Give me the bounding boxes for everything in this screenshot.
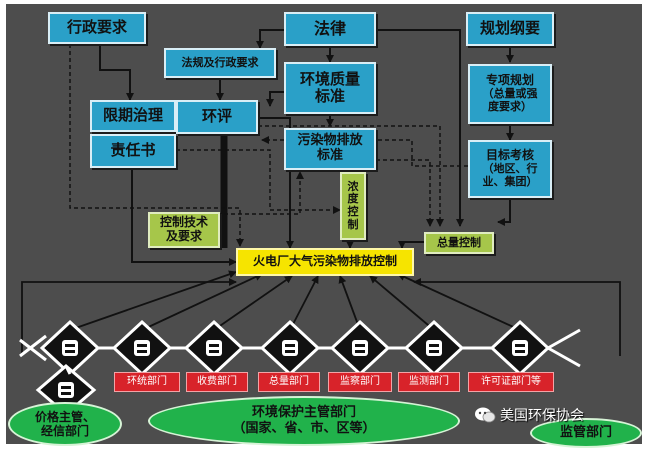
dept-label: 环统部门 [127,376,167,388]
dash-control-tech-to-emission [196,171,304,215]
law-box: 法律 [284,12,376,46]
lattice-links [19,328,581,375]
responsibility-letter-label: 责任书 [110,141,156,160]
concentration-label-1: 浓 [347,179,359,193]
central-control-label: 火电厂大气污染物排放控制 [252,254,397,269]
watermark-text: 美国环保协会 [500,408,584,424]
emission-standard-label-2: 标准 [316,148,343,163]
price-dept-ellipse: 价格主管、 经信部门 [8,402,122,446]
arrow-responsibility-to-central [131,168,237,266]
total-control-label: 总量控制 [437,235,481,249]
law-label: 法律 [313,18,346,38]
eia-label: 环评 [201,107,232,126]
price-dept-label-2: 经信部门 [40,424,89,438]
concentration-label-4: 制 [347,217,359,231]
supervision-ellipse: 监管部门 [530,418,642,448]
arrow-env-quality-to-eia [266,91,290,107]
target-assessment-box: 目标考核 （地区、行 业、集团） [468,140,552,198]
arrow-total-to-central [398,241,424,249]
target-assessment-label-1: 目标考核 [485,148,534,163]
arrow-target-to-total [497,198,511,226]
dash-emission-to-total [376,159,434,227]
control-tech-box: 控制技术 及要求 [148,212,220,248]
dept-label: 监察部门 [340,376,380,388]
env-protection-ellipse: 环境保护主管部门 （国家、省、市、区等） [148,396,460,446]
special-plan-label-3: 度要求） [488,99,532,113]
dept-label: 许可证部门等 [481,376,541,388]
special-plan-box: 专项规划 （总量或强 度要求） [468,64,552,124]
fan-lines [21,270,621,356]
regulations-label: 法规及行政要求 [181,55,259,69]
emission-standard-box: 污染物排放 标准 [284,128,376,170]
target-assessment-label-3: 业、集团） [482,174,538,188]
env-quality-label-2: 标准 [314,87,345,105]
admin-requirements-label: 行政要求 [66,18,127,37]
price-dept-label-1: 价格主管、 [34,409,95,424]
env-quality-label-1: 环境质量 [299,69,360,88]
dept-total: 总量部门 [258,372,320,392]
dash-responsibility-to-concentration [176,149,341,214]
deadline-treatment-label: 限期治理 [102,106,163,125]
special-plan-label-1: 专项规划 [485,73,534,88]
dept-label: 总量部门 [269,376,309,388]
central-control-box: 火电厂大气污染物排放控制 [236,248,414,276]
responsibility-letter-box: 责任书 [90,134,176,168]
dept-label: 收费部门 [197,376,237,388]
wechat-icon [475,407,496,423]
supervision-label: 监管部门 [559,425,612,441]
deadline-treatment-box: 限期治理 [90,100,176,132]
special-plan-label-2: （总量或强 [482,87,538,101]
total-control-box: 总量控制 [424,232,494,254]
watermark: 美国环保协会 [474,403,584,427]
planning-outline-box: 规划纲要 [466,12,554,46]
dash-eia-to-total [258,125,444,227]
target-assessment-label-2: （地区、行 [482,162,538,176]
control-tech-label-1: 控制技术 [159,215,208,230]
env-protection-label-1: 环境保护主管部门 [251,405,356,421]
arrow-eia-to-central [258,117,294,249]
dept-inspection: 监察部门 [328,372,392,392]
arrow-law-to-regulations [256,29,290,49]
planning-outline-label: 规划纲要 [479,19,540,38]
eia-box: 环评 [176,100,258,134]
dept-permit: 许可证部门等 [468,372,554,392]
regulations-box: 法规及行政要求 [164,48,276,78]
env-quality-standard-box: 环境质量 标准 [284,62,376,114]
dept-charging: 收费部门 [186,372,248,392]
dash-admin-to-central [69,44,244,247]
dept-statistics: 环统部门 [114,372,180,392]
arrow-admin-to-deadline [99,44,134,101]
env-protection-label-2: （国家、省、市、区等） [232,421,376,436]
concentration-label-2: 度 [347,192,359,206]
dept-label: 监测部门 [409,376,449,388]
control-tech-label-2: 及要求 [165,229,202,243]
admin-requirements-box: 行政要求 [48,12,146,44]
dept-monitoring: 监测部门 [398,372,460,392]
emission-standard-label-1: 污染物排放 [297,133,363,149]
arrow-law-to-total-control [376,29,464,227]
concentration-label-3: 控 [347,205,359,218]
concentration-control-box: 浓 度 控 制 [340,172,366,240]
